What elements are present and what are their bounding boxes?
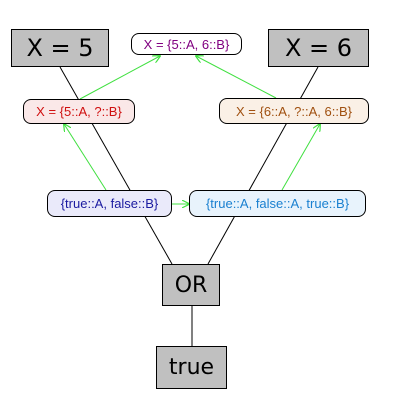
arrow-right-to-top bbox=[196, 56, 277, 99]
set-bottom-right: {true::A, false::A, true::B} bbox=[189, 190, 366, 217]
set-left: X = {5::A, ?::B} bbox=[23, 99, 135, 124]
set-right: X = {6::A, ?::A, 6::B} bbox=[219, 98, 369, 124]
wire-x6-or bbox=[207, 66, 319, 265]
set-bottom-left: {true::A, false::B} bbox=[47, 190, 172, 217]
set-top: X = {5::A, 6::B} bbox=[131, 33, 242, 55]
wire-x5-or bbox=[59, 66, 173, 265]
arrow-bl-to-left bbox=[64, 124, 107, 191]
node-or: OR bbox=[162, 264, 220, 306]
node-x-equals-6: X = 6 bbox=[268, 29, 369, 67]
node-true: true bbox=[156, 346, 227, 389]
node-x-equals-5: X = 5 bbox=[11, 29, 109, 67]
arrow-br-to-right bbox=[281, 124, 320, 191]
arrow-left-to-top bbox=[79, 56, 160, 100]
